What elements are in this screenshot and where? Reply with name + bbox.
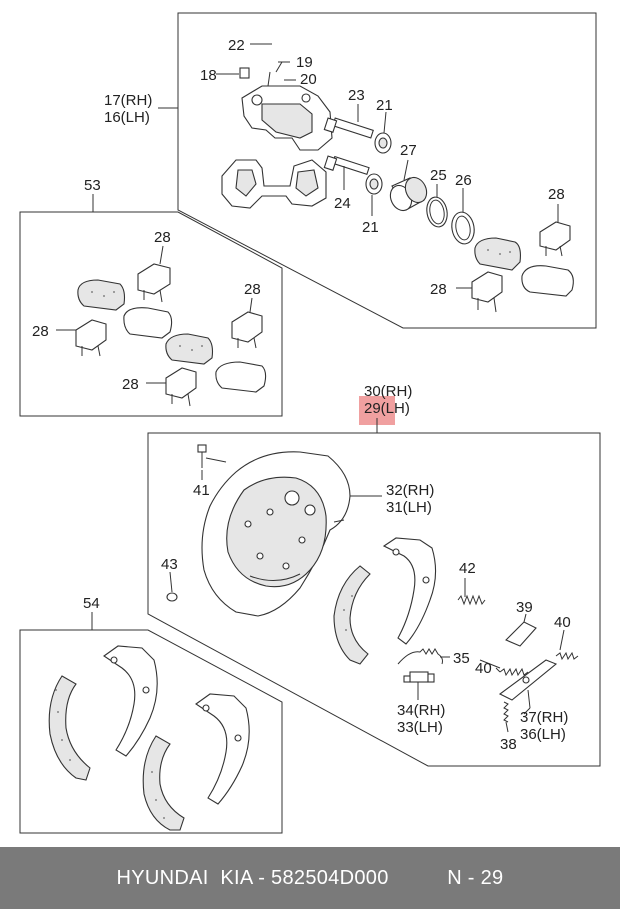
caliper-group-frame [177, 12, 597, 329]
pin-boot-upper-drawing [374, 132, 392, 154]
callout-17: 17(RH) [104, 92, 152, 109]
caliper-bracket-drawing [221, 159, 327, 209]
bleeder-screw-drawing [216, 67, 250, 79]
parking-lever-drawing [498, 659, 558, 709]
piston-seal-inner-drawing [429, 199, 445, 225]
callout-28-upper-mid: 28 [430, 281, 447, 298]
shoe-kit-frame [19, 629, 283, 834]
callout-21-upper: 21 [376, 97, 393, 114]
parking-shoe-web-drawing [382, 537, 437, 645]
callout-18: 18 [200, 67, 217, 84]
callout-29: 29(LH) [364, 400, 410, 417]
hold-down-spring-drawing [503, 701, 509, 733]
pad-shim-upper-b-drawing [471, 271, 503, 313]
callout-54: 54 [83, 595, 100, 612]
callout-16: 16(LH) [104, 109, 150, 126]
callout-28-set-left: 28 [32, 323, 49, 340]
footer-spacer [389, 867, 448, 890]
footer-brand-part-number: HYUNDAI KIA - 582504D000 [116, 866, 389, 889]
grommet-drawing [166, 592, 178, 602]
callout-36: 36(LH) [520, 726, 566, 743]
pad-set-pad-b-drawing [123, 307, 173, 339]
callout-32: 32(RH) [386, 482, 434, 499]
callout-42: 42 [459, 560, 476, 577]
shoe-kit-lining-b-drawing [142, 735, 185, 831]
mounting-bolt-drawing [197, 444, 227, 468]
callout-37: 37(RH) [520, 709, 568, 726]
pad-set-shim-a-drawing [137, 263, 171, 303]
guide-pin-lower-drawing [323, 155, 370, 176]
callout-53: 53 [84, 177, 101, 194]
callout-34: 34(RH) [397, 702, 445, 719]
callout-21-lower: 21 [362, 219, 379, 236]
piston-drawing [389, 176, 428, 212]
guide-pin-upper-drawing [323, 117, 374, 139]
exploded-view-drawing: 22 19 18 20 17(RH) 16(LH) 23 21 27 25 26… [19, 12, 601, 834]
callout-24: 24 [334, 195, 351, 212]
shoe-kit-lining-a-drawing [48, 675, 91, 781]
pad-set-pad-c-drawing [165, 333, 214, 365]
shoe-spring-right-drawing [555, 629, 579, 661]
callout-38: 38 [500, 736, 517, 753]
backing-plate-drawing [201, 451, 351, 617]
callout-41: 41 [193, 482, 210, 499]
footer-page-number: N - 29 [447, 866, 504, 889]
catalog-footer-bar: HYUNDAI KIA - 582504D000 N - 29 [0, 847, 620, 909]
pad-set-shim-b-drawing [75, 319, 107, 357]
pad-set-frame [19, 211, 283, 417]
callout-40-left: 40 [475, 660, 492, 677]
pin-boot-lower-drawing [365, 173, 383, 195]
adjuster-spring-drawing [397, 648, 450, 665]
pad-set-pad-a-drawing [77, 279, 126, 311]
callout-22: 22 [228, 37, 245, 54]
pad-set-pad-d-drawing [215, 361, 267, 393]
callout-40-right: 40 [554, 614, 571, 631]
callout-20: 20 [300, 71, 317, 88]
callout-26: 26 [455, 172, 472, 189]
adjuster-assembly-drawing [403, 671, 435, 700]
caliper-housing-drawing [241, 61, 333, 151]
callout-28-set-right: 28 [244, 281, 261, 298]
callout-19: 19 [296, 54, 313, 71]
callout-27: 27 [400, 142, 417, 159]
callout-23: 23 [348, 87, 365, 104]
parking-brake-group-frame [147, 432, 601, 767]
callout-30: 30(RH) [364, 383, 412, 400]
callout-28-upper-right: 28 [548, 186, 565, 203]
pad-shim-upper-a-drawing [539, 221, 571, 257]
callout-28-set-bottom: 28 [122, 376, 139, 393]
shoe-kit-web-a-drawing [103, 645, 158, 757]
callout-28-set-top: 28 [154, 229, 171, 246]
callout-43: 43 [161, 556, 178, 573]
callout-25: 25 [430, 167, 447, 184]
callout-35: 35 [453, 650, 470, 667]
callout-39: 39 [516, 599, 533, 616]
dust-boot-drawing [451, 211, 475, 245]
return-spring-drawing [457, 578, 486, 606]
pad-set-shim-c-drawing [231, 311, 263, 349]
dust-boot-inner-drawing [455, 215, 471, 241]
callout-33: 33(LH) [397, 719, 443, 736]
brake-pad-upper-a-drawing [474, 237, 521, 271]
pad-set-shim-d-drawing [165, 367, 197, 407]
callout-31: 31(LH) [386, 499, 432, 516]
shoe-kit-web-b-drawing [195, 693, 250, 805]
brake-pad-upper-b-drawing [521, 265, 574, 297]
shoe-spring-left-drawing [495, 667, 529, 677]
parking-shoe-lining-drawing [333, 565, 371, 665]
strut-plate-drawing [505, 613, 537, 647]
